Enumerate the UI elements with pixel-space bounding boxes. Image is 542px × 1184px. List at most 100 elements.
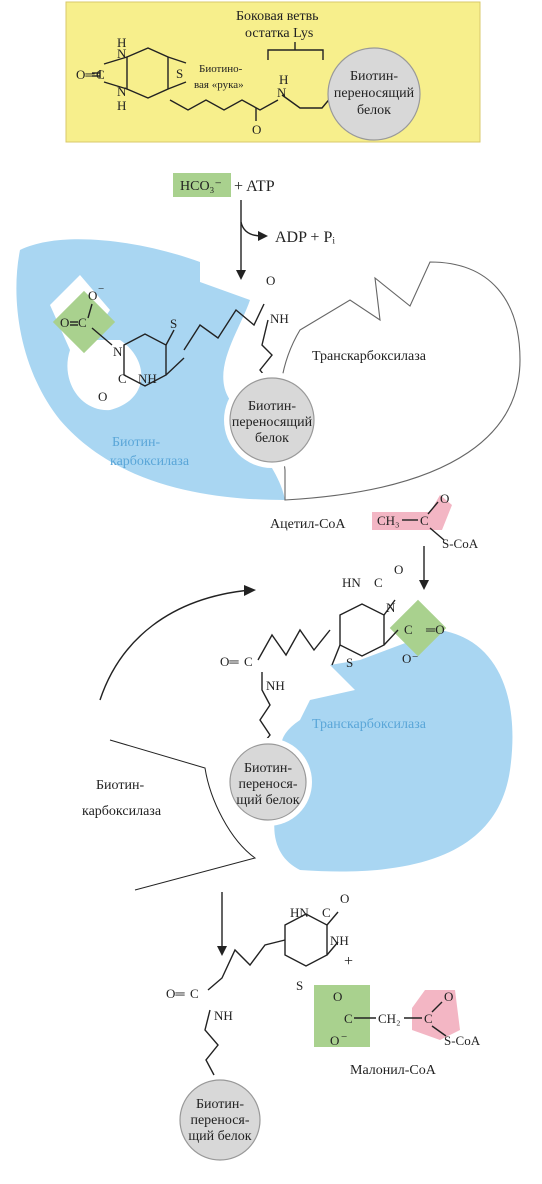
biotin-2-n: N [386,600,396,615]
malonyl-o-top: O [333,989,342,1004]
biotin-1-amide-o: O [266,273,275,288]
malonyl-coa-label: Малонил-CoA [350,1063,437,1078]
biotin-carboxylase-label-1-line2: карбоксилаза [110,454,190,469]
bccp-circle-1 [229,377,315,463]
biotin-carboxylase-label-2-line2: карбоксилаза [82,804,162,819]
bicarbonate-label: HCO₃⁻ [180,179,222,194]
malonyl-acyl-highlight [412,990,460,1040]
ring-o-left: O═ [76,67,95,82]
bccp-circle-top [327,47,421,141]
carboxyl-1-o-top: O [88,288,97,303]
bccp-circle-2 [229,743,307,821]
malonyl-o-right: O [444,989,453,1004]
atp-label: + ATP [234,178,275,195]
biotin-2-amide-o: O═ [220,654,239,669]
biotin-3-c: C [322,905,331,920]
ring-h-top: H [117,35,126,50]
biotin-2-hn: HN [342,575,361,590]
ring-c: C [96,67,105,82]
biotin-2-amide-nh: NH [266,678,285,693]
side-chain-label-line1: Боковая ветвь [236,9,319,24]
side-chain-bracket [267,42,324,60]
acetyl-coa-label: Ацетил-CoA [270,517,346,532]
malonyl-o-bottom: O [330,1033,339,1048]
bccp-3-line2: перенося- [190,1113,249,1128]
adp-pi-label: ADP + Pᵢ [275,229,335,246]
biotin-2-amide-c: C [244,654,253,669]
malonyl-ch2: CH₂ [378,1011,401,1026]
biotin-3-amide-o: O═ [166,986,185,1001]
amide-o-top: O [252,122,261,137]
ring-h-bottom: H [117,98,126,113]
biotin-carboxylase-label-2-line1: Биотин- [96,778,144,793]
acetyl-ch3: CH₃ [377,513,400,528]
carboxyl-1-minus: − [98,283,104,295]
biotin-2-s: S [346,655,353,670]
transcarboxylase-shape-1 [278,261,521,501]
carboxyl-diamond-1 [52,290,116,354]
bicarbonate-box [173,173,231,197]
acetyl-scoa: S-CoA [442,536,479,551]
biotin-2-c: C [374,575,383,590]
bccp-1-line1: Биотин- [248,399,296,414]
malonyl-minus: − [341,1031,347,1043]
transcarboxylase-label-2: Транскарбоксилаза [312,717,427,732]
biotin-1-o: O [98,389,107,404]
biotin-3-amide-c: C [190,986,199,1001]
biotin-1-nh: NH [138,371,157,386]
malonyl-scoa: S-CoA [444,1033,481,1048]
biotin-arm-label-line1: Биотино- [199,63,243,75]
ring-n-bottom: N [117,84,127,99]
acetyl-highlight [372,495,452,530]
transfer-arrow-head [244,585,256,596]
bccp-3-line1: Биотин- [196,1097,244,1112]
bccp-2-line2: перенося- [238,777,297,792]
carboxyl-2-c: C [404,622,413,637]
biotin-structure-2 [257,599,399,746]
bccp-3-line3: щий белок [188,1129,251,1144]
arrow-step3-head [217,946,227,956]
bccp-1-line3: белок [255,431,289,446]
biotin-3-amide-nh: NH [214,1008,233,1023]
bccp-2-line3: щий белок [236,793,299,808]
plus-sign: + [344,953,353,970]
biotin-1-n: N [113,344,123,359]
malonyl-c1: C [344,1011,353,1026]
ring-n-top: N [117,46,127,61]
biotin-3-s: S [296,978,303,993]
malonyl-c2: C [424,1011,433,1026]
biotin-arm-label-line2: вая «рука» [194,79,244,91]
acetyl-c: C [420,513,429,528]
bccp-circle-3 [179,1079,261,1161]
bccp-top-line2: переносящий [334,86,415,101]
biotin-carboxylase-label-1-line1: Биотин- [112,435,160,450]
biotin-1-c: C [118,371,127,386]
bccp-2-line1: Биотин- [244,761,292,776]
side-chain-label-line2: остатка Lys [245,26,313,41]
malonyl-carboxyl-box [314,985,370,1047]
transfer-arrow-arc [99,589,251,701]
biotin-3-nh: NH [330,933,349,948]
biotin-3-o: O [340,891,349,906]
amide-n-top: N [277,85,287,100]
biotin-carboxylase-outline-2 [109,739,257,891]
amide-h-top: H [279,72,288,87]
carboxyl-2-o-bottom: O [402,651,411,666]
carboxyl-1-c: C [78,315,87,330]
acetyl-o: O [440,491,449,506]
carboxyl-2-o-right: ═O [425,622,445,637]
arrow-step1-head [236,270,246,280]
bccp-top-line3: белок [357,103,391,118]
arrow-step1-branch-head [258,231,268,241]
bccp-top-line1: Биотин- [350,69,398,84]
bccp-1-line2: переносящий [232,415,313,430]
transcarboxylase-shape-2 [274,630,513,872]
biotin-structure-top [92,47,333,111]
ring-s: S [176,66,183,81]
carboxyl-1-o-left: O [60,315,69,330]
arrow-step2-head [419,580,429,590]
biotin-3-hn: HN [290,905,309,920]
biotin-structure-3 [204,911,339,1076]
transcarboxylase-label-1: Транскарбоксилаза [312,349,427,364]
